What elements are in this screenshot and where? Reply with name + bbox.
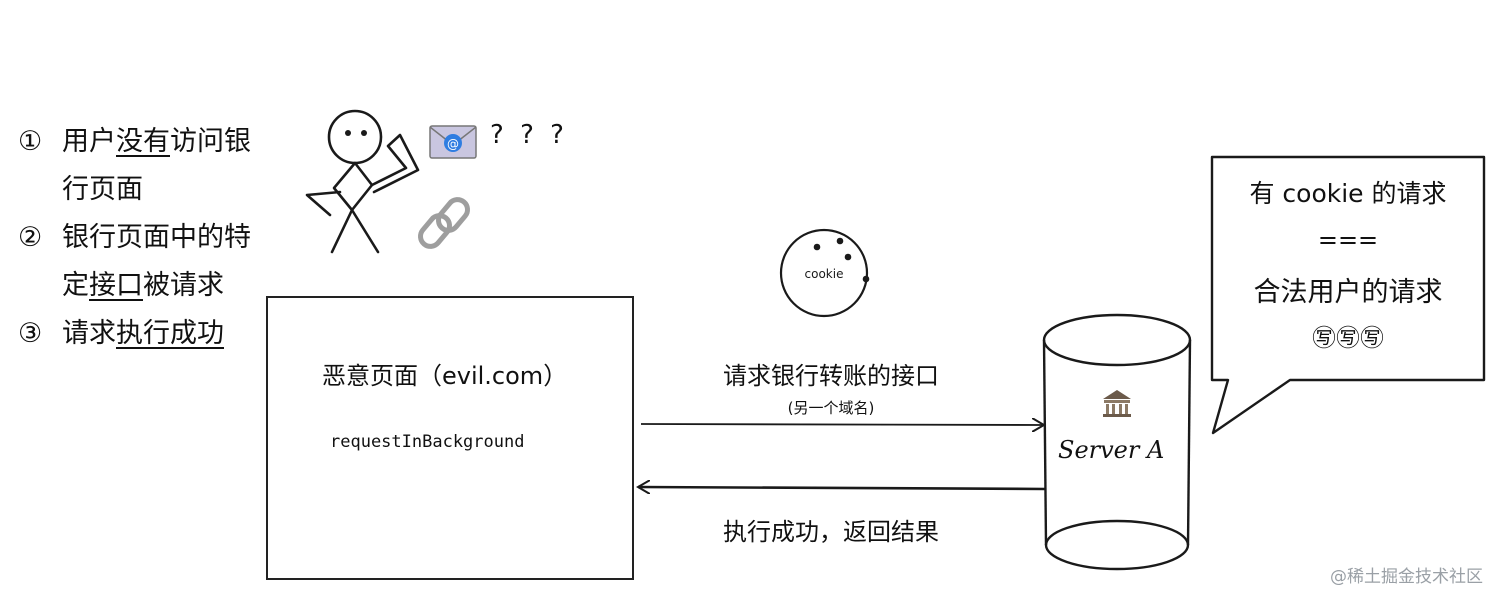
step-text: 用户没有访问银行页面: [62, 118, 258, 214]
step-number: ③: [18, 318, 43, 349]
stick-figure-icon: [305, 109, 420, 254]
step-list: ① 用户没有访问银行页面 ② 银行页面中的特定接口被请求 ③ 请求执行成功: [18, 118, 258, 358]
evil-page-title: 恶意页面（evil.com）: [322, 362, 568, 390]
step-text-part: 用户: [62, 126, 116, 157]
step-number: ①: [18, 126, 43, 157]
response-arrow: [638, 487, 1047, 489]
evil-page-code: requestInBackground: [330, 432, 525, 452]
step-item: ② 银行页面中的特定接口被请求: [18, 214, 258, 310]
evil-page-box: [266, 296, 634, 580]
step-text-underlined: 没有: [116, 126, 170, 157]
speech-bubble: [1210, 155, 1486, 435]
cookie-label: cookie: [805, 267, 844, 281]
watermark: @稀土掘金技术社区: [1330, 567, 1483, 587]
step-text: 请求执行成功: [62, 310, 258, 358]
step-text-part: 访问银行页面: [62, 126, 251, 205]
step-text-part: 被请求: [143, 270, 224, 301]
step-text-underlined: 执行成功: [116, 318, 224, 349]
bubble-line-4: ㊢㊢㊢: [1312, 324, 1384, 352]
step-text-part: 银行页面中的特定: [62, 222, 251, 301]
step-item: ③ 请求执行成功: [18, 310, 258, 358]
server-cylinder: [1042, 313, 1192, 571]
request-arrow: [640, 424, 1044, 425]
step-number: ②: [18, 222, 43, 253]
response-arrow-label: 执行成功，返回结果: [723, 518, 939, 546]
bank-icon: [1103, 390, 1131, 417]
question-marks: ? ? ?: [490, 120, 568, 150]
cookie-icon: cookie: [779, 228, 870, 318]
svg-text:@: @: [447, 137, 459, 151]
bubble-line-2: ===: [1317, 226, 1379, 254]
request-arrow-sublabel: (另一个域名): [787, 399, 875, 417]
step-text-underlined: 接口: [89, 270, 143, 301]
email-icon: @: [429, 125, 477, 159]
server-label: Server A: [1058, 436, 1165, 464]
step-text: 银行页面中的特定接口被请求: [62, 214, 258, 310]
step-text-part: 请求: [62, 318, 116, 349]
step-item: ① 用户没有访问银行页面: [18, 118, 258, 214]
request-arrow-label: 请求银行转账的接口: [723, 362, 939, 390]
link-icon: [418, 197, 470, 249]
bubble-line-1: 有 cookie 的请求: [1249, 179, 1447, 208]
bubble-line-3: 合法用户的请求: [1253, 277, 1443, 308]
